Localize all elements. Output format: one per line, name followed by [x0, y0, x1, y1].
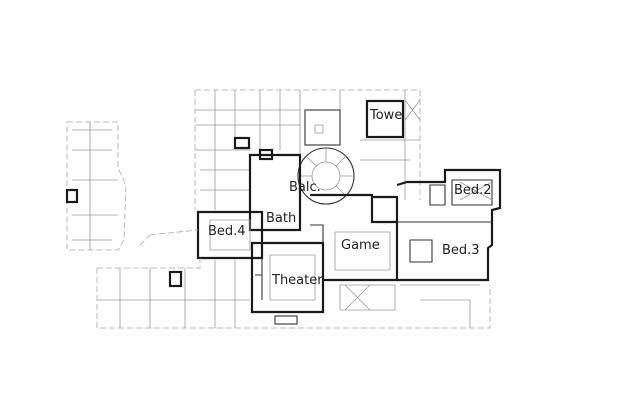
room-label-theater: Theater: [271, 273, 323, 288]
room-label-bed2: Bed.2: [454, 183, 492, 198]
room-label-tower: Towe: [369, 108, 402, 123]
room-label-balcony: Balc.: [289, 180, 321, 195]
upper-terrace: [194, 89, 421, 210]
room-label-bed4: Bed.4: [208, 224, 246, 239]
room-label-game: Game: [341, 238, 380, 253]
spiral-staircase: [297, 147, 355, 205]
main-walls: [196, 153, 502, 314]
left-wing: [65, 121, 127, 251]
fireplace-icon: [65, 188, 79, 204]
room-label-bed3: Bed.3: [442, 243, 480, 258]
lower-terrace: [96, 229, 491, 329]
room-label-bath: Bath: [266, 211, 296, 226]
tower-room: [365, 99, 405, 139]
